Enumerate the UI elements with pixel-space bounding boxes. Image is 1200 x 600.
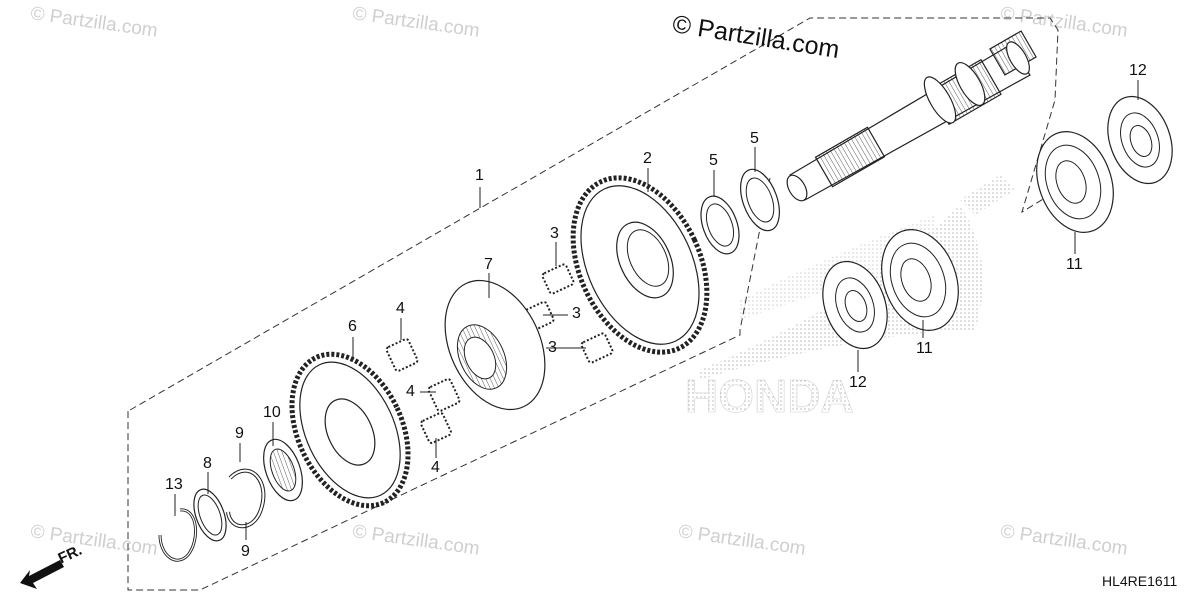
assembly-frame [127,17,1059,591]
spring-4c [420,412,452,444]
callout-3[interactable]: 3 [572,305,581,322]
spring-3a [541,263,575,295]
callout-10[interactable]: 10 [263,404,281,421]
spring-3c [580,332,614,364]
thrust-washer-5a [700,195,740,255]
ball-bearing-11b [1036,131,1114,233]
callout-4[interactable]: 4 [431,459,440,476]
damper-hub-7 [444,279,546,411]
callout-9[interactable]: 9 [241,543,250,560]
bearing-12a [822,260,888,350]
callout-12[interactable]: 12 [849,374,867,391]
main-shaft [786,30,1037,202]
splined-washer-10 [263,438,303,502]
spring-4a [385,338,419,372]
diagram-code: HL4RE1611 [1102,573,1178,589]
split-ring-9 [226,468,266,529]
ball-bearing-11a [881,229,959,331]
gear-2 [570,175,710,355]
thrust-washer-5b [740,168,780,232]
callout-1[interactable]: 1 [475,167,484,184]
washer-8 [193,488,227,542]
callout-13[interactable]: 13 [165,476,183,493]
callout-4[interactable]: 4 [396,300,405,317]
callout-4[interactable]: 4 [406,383,415,400]
callout-5[interactable]: 5 [709,152,718,169]
front-direction-arrow-icon [20,560,64,589]
callout-7[interactable]: 7 [484,256,493,273]
gear-6 [289,351,411,509]
circlip-13 [158,508,198,562]
callout-5[interactable]: 5 [750,130,759,147]
leader-lines [174,80,1139,540]
honda-logo-text: HONDA [685,370,854,422]
callout-6[interactable]: 6 [348,318,357,335]
callout-8[interactable]: 8 [203,455,212,472]
callout-11[interactable]: 11 [916,340,933,357]
callout-9[interactable]: 9 [235,425,244,442]
callout-11[interactable]: 11 [1066,256,1083,273]
callout-3[interactable]: 3 [548,339,557,356]
callout-2[interactable]: 2 [643,150,652,167]
callout-12[interactable]: 12 [1129,62,1147,79]
spring-4b [427,378,461,412]
bearing-12b [1107,95,1173,185]
callout-3[interactable]: 3 [550,225,559,242]
